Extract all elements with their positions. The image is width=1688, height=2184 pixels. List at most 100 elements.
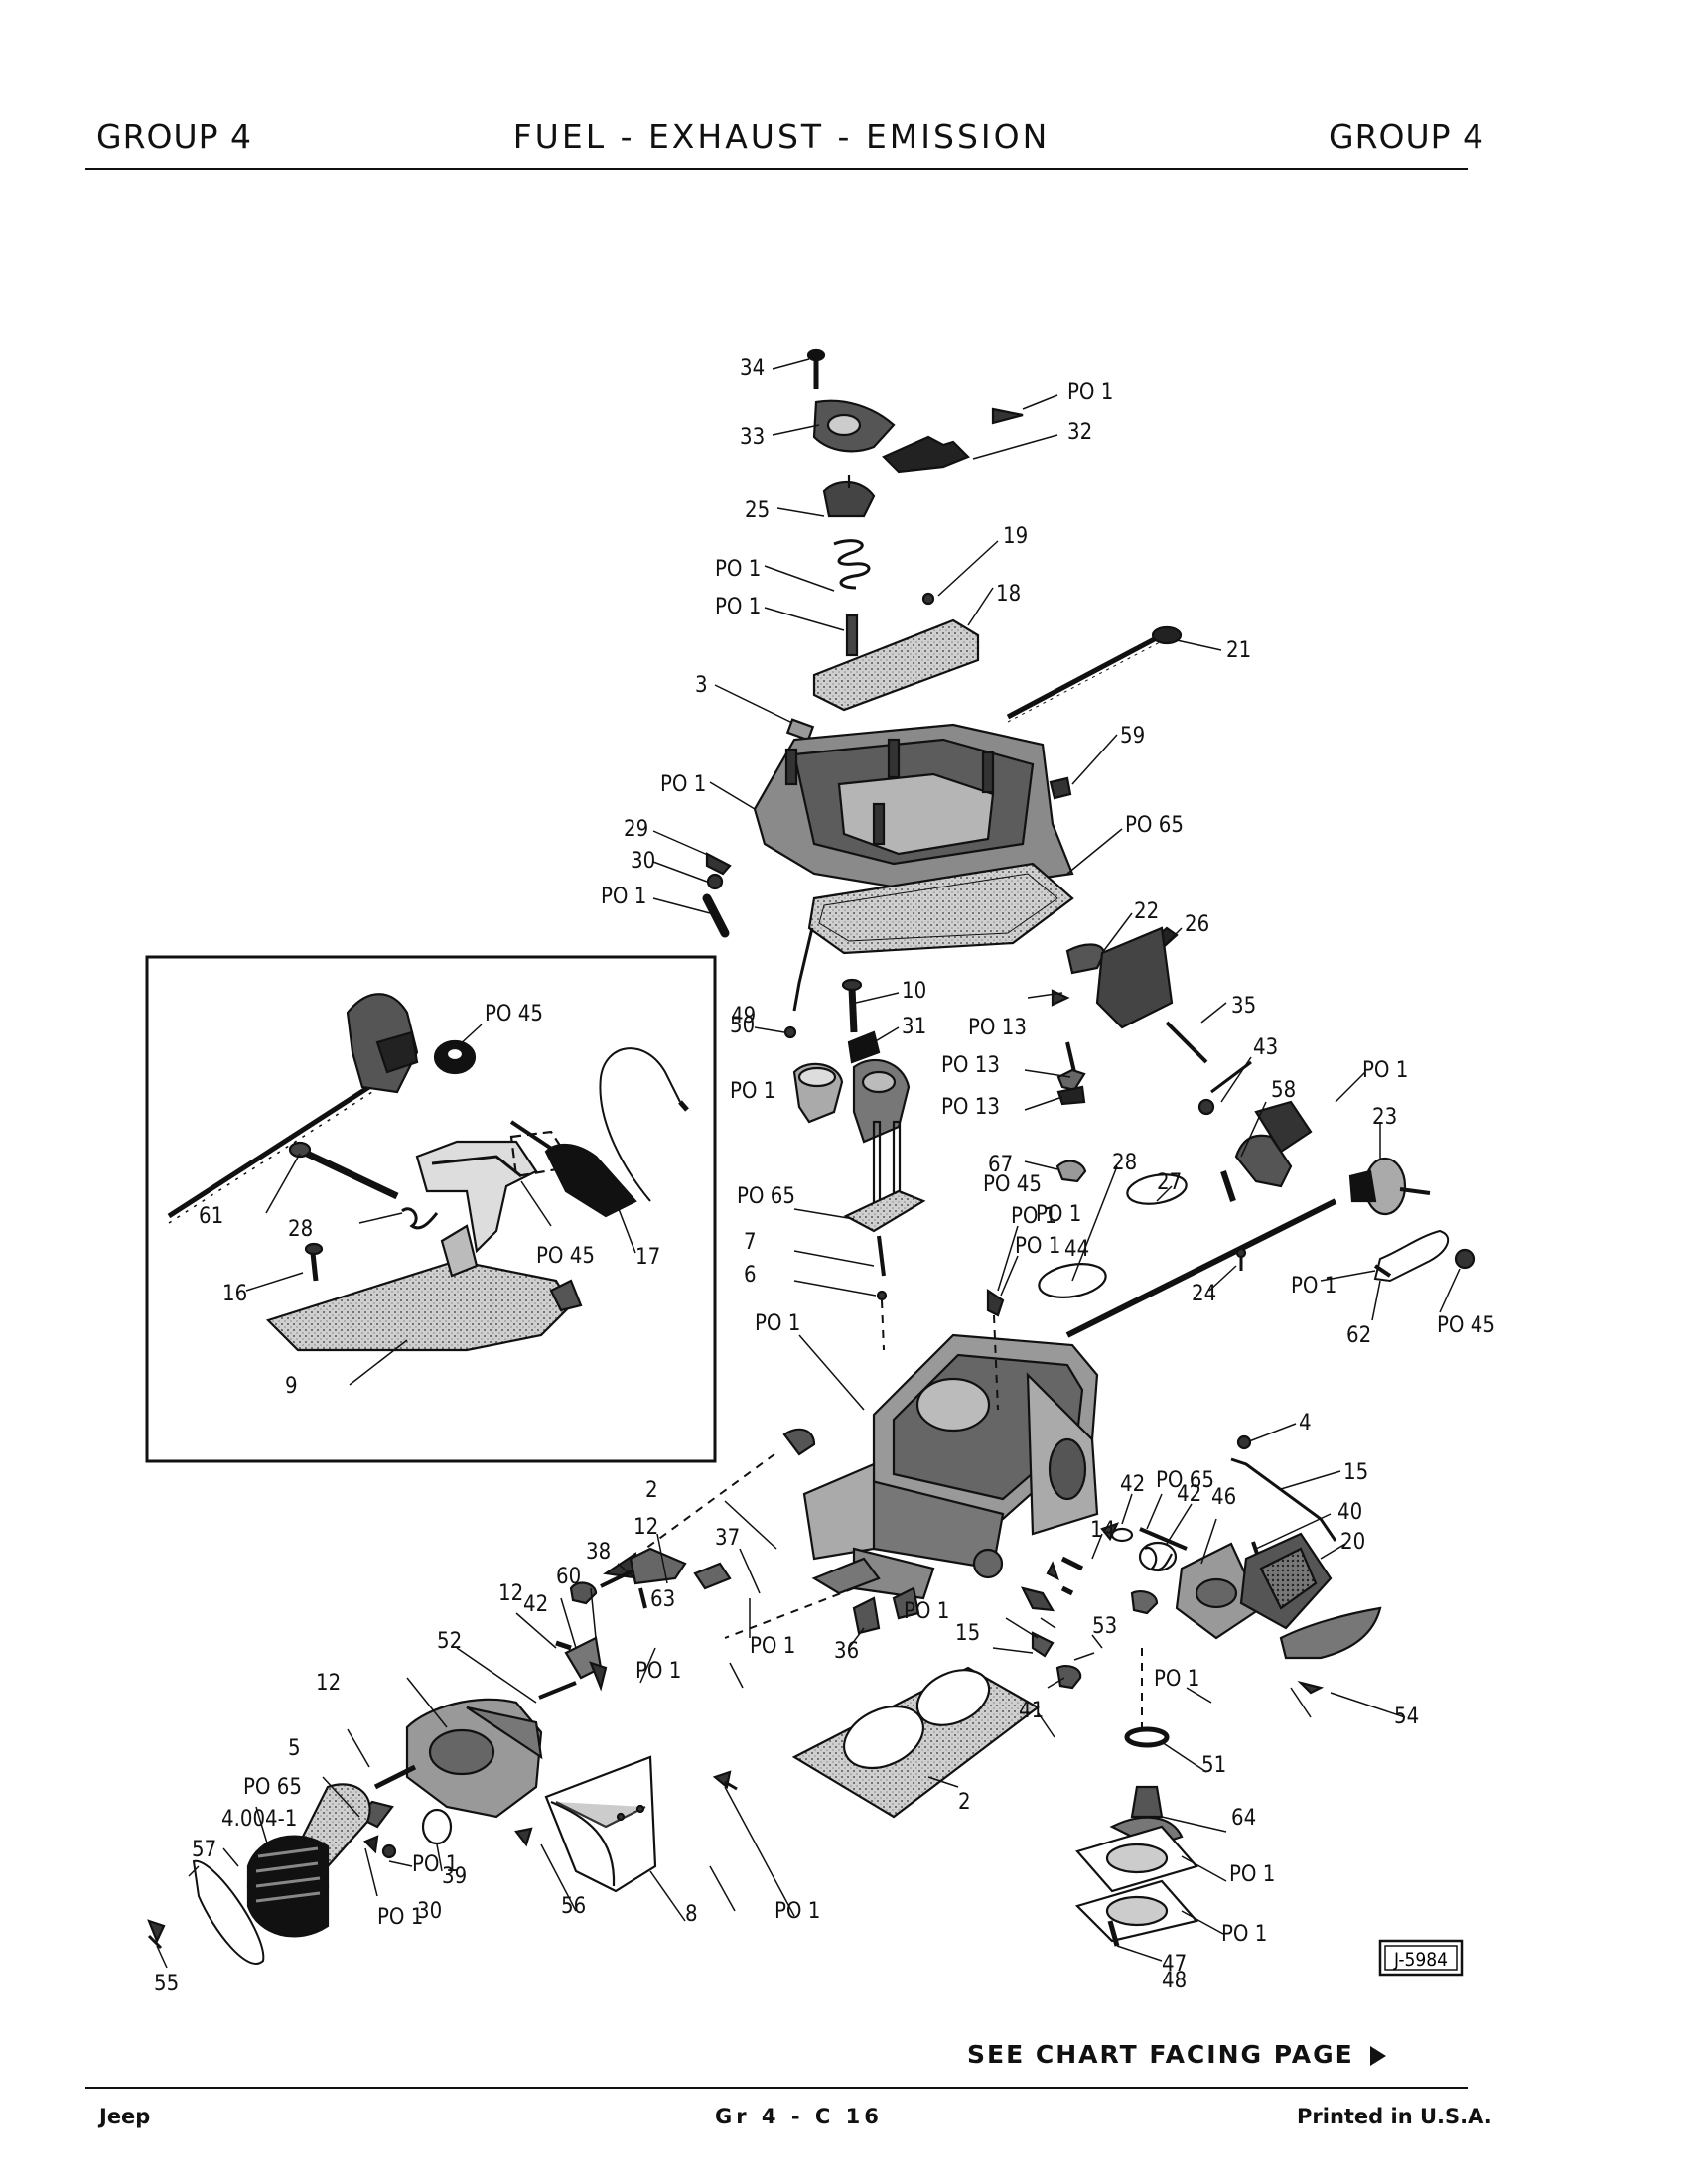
callout-label: PO 45: [1437, 1313, 1495, 1338]
callout-label: 20: [1340, 1530, 1365, 1555]
callout-label: PO 1: [412, 1852, 458, 1877]
callout-label: 30: [417, 1899, 442, 1924]
callout-label: 18: [996, 582, 1021, 607]
callout-label: 4: [1299, 1411, 1312, 1435]
callout-label: PO 1: [750, 1634, 795, 1659]
callout-label: 17: [635, 1245, 660, 1270]
callout-label: 12: [633, 1515, 658, 1540]
callout-label: PO 1: [1011, 1204, 1056, 1229]
callout-label: 34: [740, 356, 765, 381]
callout-label: 10: [902, 979, 926, 1004]
callout-label: 60: [556, 1565, 581, 1589]
callout-label: PO 1: [1067, 380, 1113, 405]
callout-label: 21: [1226, 638, 1251, 663]
callout-label: 29: [624, 817, 648, 842]
callout-label: 67: [988, 1153, 1013, 1177]
callout-label: 54: [1394, 1705, 1419, 1729]
callout-label: 38: [586, 1540, 611, 1565]
carburetor-parts: [147, 348, 1476, 1965]
callout-label: PO 1: [1362, 1058, 1408, 1083]
callout-label: 35: [1231, 994, 1256, 1019]
callout-label: 53: [1092, 1614, 1117, 1639]
callout-label: 39: [442, 1864, 467, 1889]
callout-label: 41: [1019, 1699, 1044, 1723]
callout-label: 15: [1343, 1460, 1368, 1485]
callout-label: 4.004-1: [221, 1807, 297, 1832]
footer-rule: [85, 2087, 1468, 2089]
callout-label: PO 1: [774, 1899, 820, 1924]
callout-label: PO 65: [1125, 813, 1184, 838]
callout-label: 19: [1003, 524, 1028, 549]
callout-label: 32: [1067, 420, 1092, 445]
callout-label: PO 45: [485, 1002, 543, 1026]
callout-label: PO 1: [377, 1905, 423, 1930]
callout-label: 42: [1120, 1472, 1145, 1497]
callout-label: PO 1: [1154, 1667, 1199, 1692]
callout-label: PO 1: [635, 1659, 681, 1684]
callout-label: 55: [154, 1972, 179, 1996]
figure-id: J-5984: [1393, 1949, 1448, 1971]
callout-label: 36: [834, 1639, 859, 1664]
callout-label: 61: [199, 1204, 223, 1229]
callout-label: 42: [523, 1592, 548, 1617]
callout-label: PO 1: [1229, 1862, 1275, 1887]
callout-label: 3: [695, 673, 708, 698]
callout-label: 42: [1177, 1482, 1201, 1507]
callout-label: PO 1: [1036, 1202, 1081, 1227]
callout-label: 59: [1120, 724, 1145, 749]
callout-label: 26: [1185, 912, 1209, 937]
callout-label: 27: [1157, 1170, 1182, 1195]
see-chart-note: SEE CHART FACING PAGE: [967, 2040, 1387, 2069]
callout-label: 22: [1134, 899, 1159, 924]
arrow-right-icon: [1370, 2046, 1387, 2066]
callout-label: PO 65: [243, 1775, 302, 1800]
callout-label: 12: [498, 1581, 523, 1606]
header-rule: [85, 168, 1468, 170]
inset-parts: [167, 993, 689, 1352]
callout-label: 40: [1337, 1500, 1362, 1525]
callout-label: PO 13: [941, 1095, 1000, 1120]
header-group-right: GROUP 4: [1329, 117, 1485, 156]
callout-label: 2: [645, 1478, 658, 1503]
callout-label: 28: [288, 1217, 313, 1242]
footer-page-ref: Gr 4 - C 16: [715, 2105, 883, 2128]
callout-label: PO 1: [601, 885, 646, 909]
header-title: FUEL - EXHAUST - EMISSION: [512, 117, 1051, 156]
callout-label: 48: [1162, 1969, 1187, 1993]
inset-box: [145, 955, 717, 1463]
callout-label: 9: [285, 1374, 298, 1399]
callout-label: PO 45: [983, 1172, 1042, 1197]
callout-label: 23: [1372, 1105, 1397, 1130]
see-chart-text: SEE CHART FACING PAGE: [967, 2040, 1354, 2069]
callout-label: 6: [744, 1263, 757, 1288]
callout-label: 62: [1346, 1323, 1371, 1348]
callout-label: 2: [958, 1790, 971, 1815]
callout-label: 33: [740, 425, 765, 450]
callout-label: 28: [1112, 1151, 1137, 1175]
callout-label: 14: [1090, 1518, 1115, 1543]
callout-label: 5: [288, 1736, 301, 1761]
callout-label: 16: [222, 1282, 247, 1306]
callout-label: 47: [1162, 1952, 1187, 1977]
callout-label: 25: [745, 498, 770, 523]
callout-label: PO 13: [968, 1016, 1027, 1040]
callout-label: 15: [955, 1621, 980, 1646]
callout-label: 24: [1192, 1282, 1216, 1306]
callout-label: 57: [192, 1838, 216, 1862]
callout-label: 64: [1231, 1806, 1256, 1831]
callout-label: 46: [1211, 1485, 1236, 1510]
callout-label: 31: [902, 1015, 926, 1039]
callout-label: PO 1: [715, 557, 761, 582]
footer-brand: Jeep: [99, 2105, 151, 2128]
callout-label: 43: [1253, 1035, 1278, 1060]
callout-label: 30: [631, 849, 655, 874]
callout-label: PO 1: [904, 1599, 949, 1624]
callout-label: 8: [685, 1902, 698, 1927]
callout-label: 49: [731, 1004, 756, 1028]
callout-label: PO 1: [1291, 1274, 1336, 1298]
callout-label: PO 1: [755, 1311, 800, 1336]
callout-label: 56: [561, 1894, 586, 1919]
callout-label: 51: [1201, 1753, 1226, 1778]
